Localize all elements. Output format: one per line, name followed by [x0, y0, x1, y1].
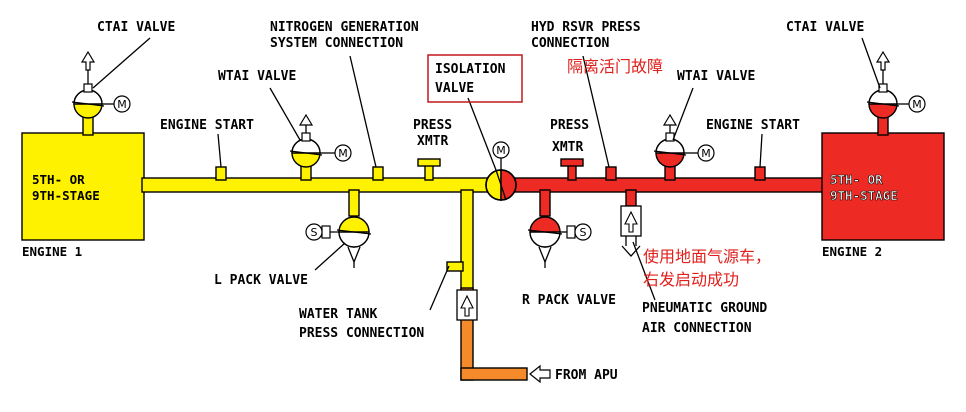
water-tank-label-2: PRESS CONNECTION	[299, 326, 424, 341]
engine-1-stage-2: 9TH-STAGE	[32, 188, 100, 203]
engine-1-box	[21, 132, 145, 241]
svg-text:M: M	[117, 98, 127, 111]
nitrogen-connection-stub	[372, 166, 384, 181]
left-ctai-valve: M	[71, 50, 131, 119]
l-pack-label: L PACK VALVE	[214, 273, 308, 288]
right-engine-start-label: ENGINE START	[706, 118, 800, 133]
water-tank-label-1: WATER TANK	[299, 307, 377, 322]
left-press-xmtr-head	[417, 158, 441, 167]
l-pack-drop	[348, 189, 360, 217]
right-wtai-label: WTAI VALVE	[677, 69, 755, 84]
left-wtai-label: WTAI VALVE	[218, 69, 296, 84]
left-press-xmtr-label-2: XMTR	[417, 134, 448, 149]
right-ctai-label: CTAI VALVE	[786, 20, 864, 35]
isolation-label-2: VALVE	[435, 81, 474, 96]
isolation-label-1: ISOLATION	[435, 62, 506, 77]
right-press-xmtr-head	[560, 158, 584, 167]
ground-air-label-2: AIR CONNECTION	[642, 321, 752, 336]
from-apu-arrow	[529, 364, 551, 384]
left-press-xmtr-stem	[424, 164, 434, 181]
engine-1-stage-1: 5TH- OR	[32, 172, 85, 187]
from-apu-label: FROM APU	[555, 368, 618, 383]
left-wtai-valve: M	[289, 113, 352, 168]
ground-air-check-valve	[620, 205, 642, 257]
hyd-rsvr-stub	[605, 166, 617, 181]
left-engine-start-label: ENGINE START	[160, 118, 254, 133]
right-press-xmtr-label-1: PRESS	[550, 118, 589, 133]
right-wtai-valve: M	[653, 113, 715, 168]
engine-2-stage-1: 5TH- OR	[830, 172, 883, 187]
svg-text:M: M	[338, 147, 348, 160]
isolation-valve-callout-box	[427, 54, 523, 103]
left-press-xmtr-label-1: PRESS	[413, 118, 452, 133]
nitrogen-label-1: NITROGEN GENERATION	[270, 20, 419, 35]
right-ctai-valve: M	[866, 50, 926, 119]
ground-air-drop	[625, 189, 637, 207]
ground-cart-annotation-2: 右发启动成功	[643, 270, 739, 289]
right-press-xmtr-label-2: XMTR	[552, 140, 583, 155]
r-pack-drop	[539, 189, 551, 217]
svg-text:M: M	[912, 98, 922, 111]
ground-cart-annotation-1: 使用地面气源车，	[643, 247, 771, 266]
apu-check-valve	[456, 289, 478, 321]
engine-2-stage-2: 9TH-STAGE	[830, 188, 898, 203]
hyd-label-1: HYD RSVR PRESS	[531, 20, 641, 35]
left-ctai-label: CTAI VALVE	[97, 20, 175, 35]
nitrogen-label-2: SYSTEM CONNECTION	[270, 36, 403, 51]
right-press-xmtr-stem	[567, 164, 577, 181]
hyd-label-2: CONNECTION	[531, 36, 609, 51]
svg-text:M: M	[701, 147, 711, 160]
right-ctai-stem	[877, 115, 889, 136]
ground-air-label-1: PNEUMATIC GROUND	[642, 301, 767, 316]
left-ctai-stem	[82, 115, 94, 136]
l-pack-valve: S	[305, 216, 372, 268]
r-pack-label: R PACK VALVE	[522, 293, 616, 308]
apu-duct-orange-horizontal	[460, 367, 528, 381]
engine-1-label: ENGINE 1	[22, 244, 82, 259]
apu-duct-yellow	[460, 189, 474, 291]
left-main-duct	[141, 177, 499, 193]
svg-text:S: S	[311, 226, 318, 239]
right-engine-start-stub	[754, 166, 766, 181]
r-pack-valve: S	[527, 216, 592, 268]
svg-text:M: M	[496, 144, 506, 157]
isolation-valve: M	[485, 141, 517, 201]
engine-2-label: ENGINE 2	[822, 244, 882, 259]
isolation-fault-annotation: 隔离活门故障	[567, 57, 663, 76]
water-tank-stub	[446, 261, 464, 272]
svg-text:S: S	[580, 226, 587, 239]
left-engine-start-stub	[215, 166, 227, 181]
